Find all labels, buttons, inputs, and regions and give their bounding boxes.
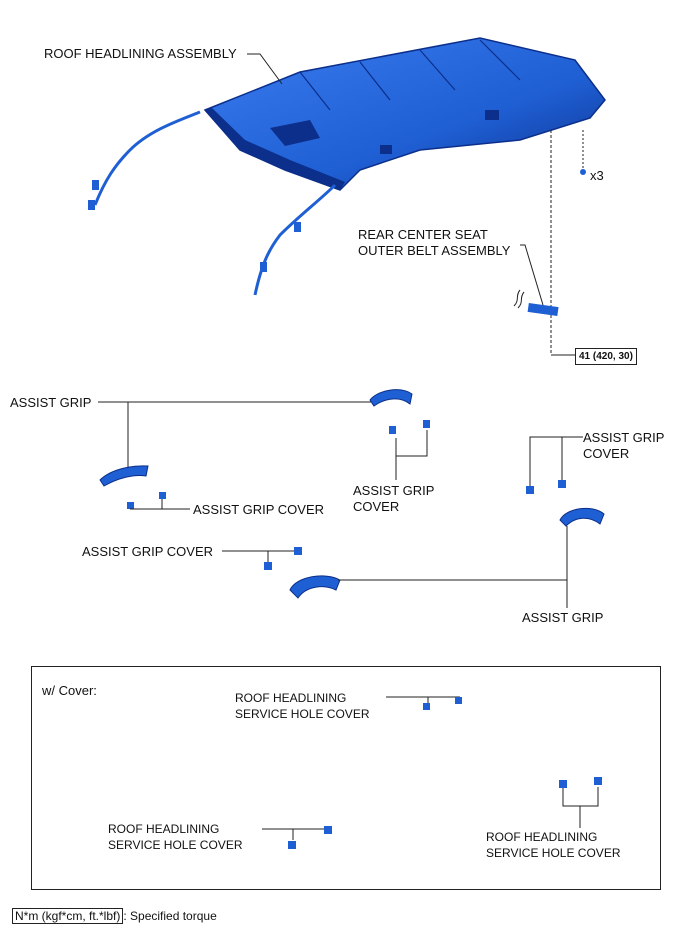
wire-harness <box>93 110 201 206</box>
label-assist-grip-cover-lower: ASSIST GRIP COVER <box>82 544 214 559</box>
torque-legend-key: N*m (kgf*cm, ft.*lbf) <box>12 908 124 924</box>
label-assist-grip-cover-center-line2: COVER <box>353 499 400 514</box>
cover-panel-title: w/ Cover: <box>42 683 97 698</box>
torque-value-box: 41 (420, 30) <box>575 348 637 365</box>
label-assist-grip-lower-right: ASSIST GRIP <box>522 610 604 625</box>
label-rear-belt-line2: OUTER BELT ASSEMBLY <box>358 243 511 258</box>
label-assist-grip-cover-right-line1: ASSIST GRIP <box>583 430 665 445</box>
label-assist-grip-cover-right-line2: COVER <box>583 446 630 461</box>
label-hole-cover-1-line1: ROOF HEADLINING <box>235 691 347 705</box>
label-roof-headlining-assembly: ROOF HEADLINING ASSEMBLY <box>44 46 237 61</box>
label-assist-grip-cover-left: ASSIST GRIP COVER <box>193 502 325 517</box>
label-hole-cover-3-line2: SERVICE HOLE COVER <box>486 846 621 860</box>
roof-headlining-part <box>203 37 606 191</box>
torque-legend-text: : Specified torque <box>123 909 217 923</box>
label-rear-belt-line1: REAR CENTER SEAT <box>358 227 488 242</box>
wire-harness-2 <box>253 183 337 296</box>
label-hole-cover-1-line2: SERVICE HOLE COVER <box>235 707 370 721</box>
torque-legend: N*m (kgf*cm, ft.*lbf): Specified torque <box>12 908 217 924</box>
label-hole-cover-2-line2: SERVICE HOLE COVER <box>108 838 243 852</box>
label-assist-grip-cover-center-line1: ASSIST GRIP <box>353 483 435 498</box>
label-assist-grip-top: ASSIST GRIP <box>10 395 92 410</box>
label-hole-cover-3-line1: ROOF HEADLINING <box>486 830 598 844</box>
label-hole-cover-2-line1: ROOF HEADLINING <box>108 822 220 836</box>
label-quantity-x3: x3 <box>590 168 604 183</box>
with-cover-panel <box>31 666 661 890</box>
